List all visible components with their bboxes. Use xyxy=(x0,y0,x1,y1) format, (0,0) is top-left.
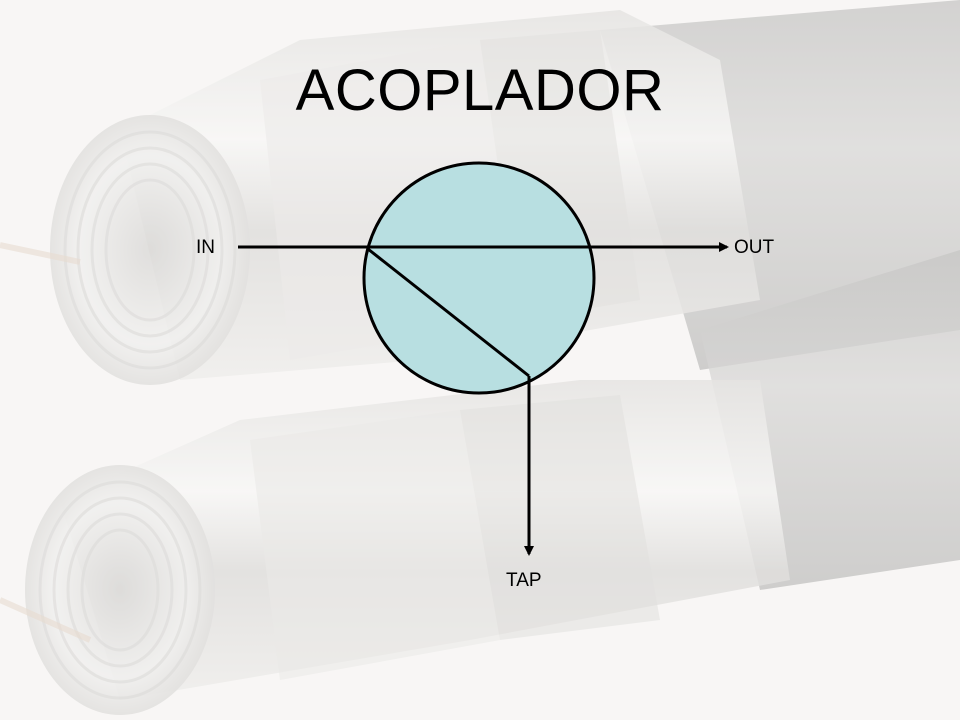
slide-title: ACOPLADOR xyxy=(295,58,665,123)
coupler-circle xyxy=(362,161,596,395)
port-label-out: OUT xyxy=(734,237,775,258)
port-label-in: IN xyxy=(196,237,215,258)
tap-diagonal-line xyxy=(367,247,530,378)
port-label-tap: TAP xyxy=(506,570,542,591)
